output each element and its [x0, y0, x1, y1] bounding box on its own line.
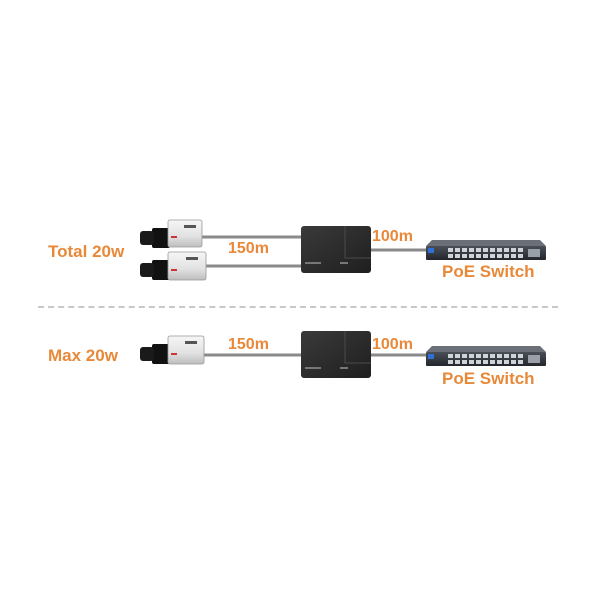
- camera-icon: [140, 335, 205, 365]
- top-row-graphics: [140, 219, 546, 281]
- poe-extender-icon: [301, 226, 371, 273]
- bottom-left-distance: 150m: [228, 336, 269, 353]
- bottom-power-label: Max 20w: [48, 346, 118, 365]
- top-right-distance: 100m: [372, 228, 413, 245]
- dashed-divider: [38, 306, 558, 308]
- bottom-switch-label: PoE Switch: [442, 369, 535, 388]
- bottom-row-graphics: [140, 331, 546, 378]
- poe-switch-icon: [426, 346, 546, 366]
- top-power-label: Total 20w: [48, 242, 125, 261]
- top-switch-label: PoE Switch: [442, 262, 535, 281]
- poe-extender-icon: [301, 331, 371, 378]
- camera-icon: [140, 251, 207, 281]
- camera-icon: [140, 219, 203, 248]
- bottom-right-distance: 100m: [372, 336, 413, 353]
- top-left-distance: 150m: [228, 240, 269, 257]
- poe-switch-icon: [426, 240, 546, 260]
